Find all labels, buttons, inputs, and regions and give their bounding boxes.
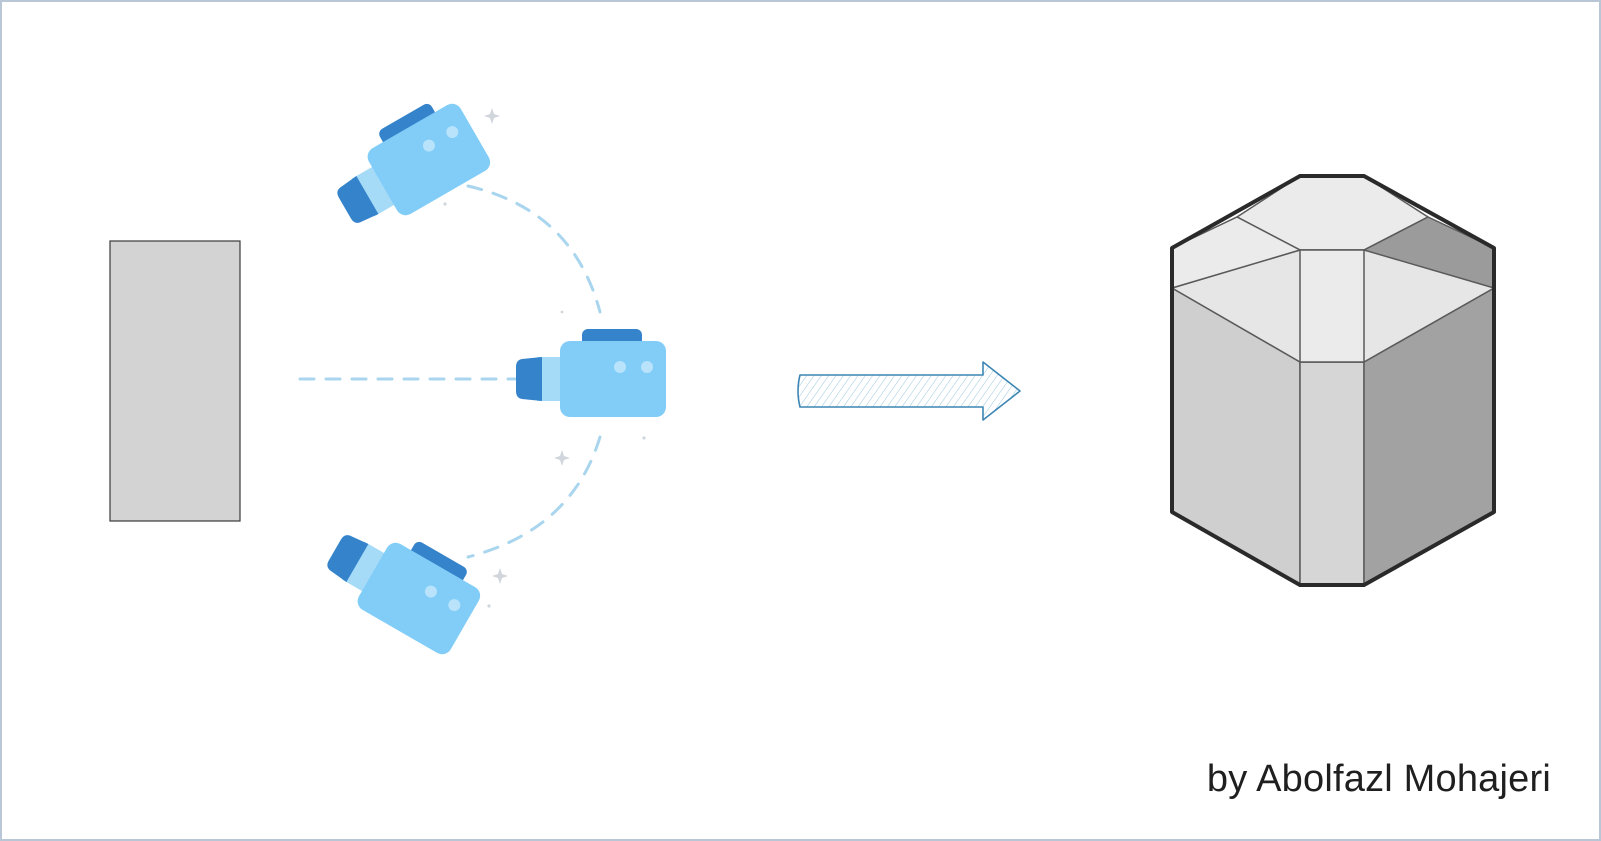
right-arrow-icon [797, 361, 1021, 421]
rectangle-object-icon [109, 240, 241, 522]
author-credit: by Abolfazl Mohajeri [1206, 758, 1551, 800]
video-camera-icon-bottom [315, 506, 490, 658]
sparkle-decorations [443, 108, 646, 608]
camera-path-lines [298, 184, 602, 559]
octagonal-prism-icon [1170, 174, 1496, 587]
video-camera-icon-top [319, 89, 494, 241]
video-camera-icon-middle [516, 329, 666, 417]
